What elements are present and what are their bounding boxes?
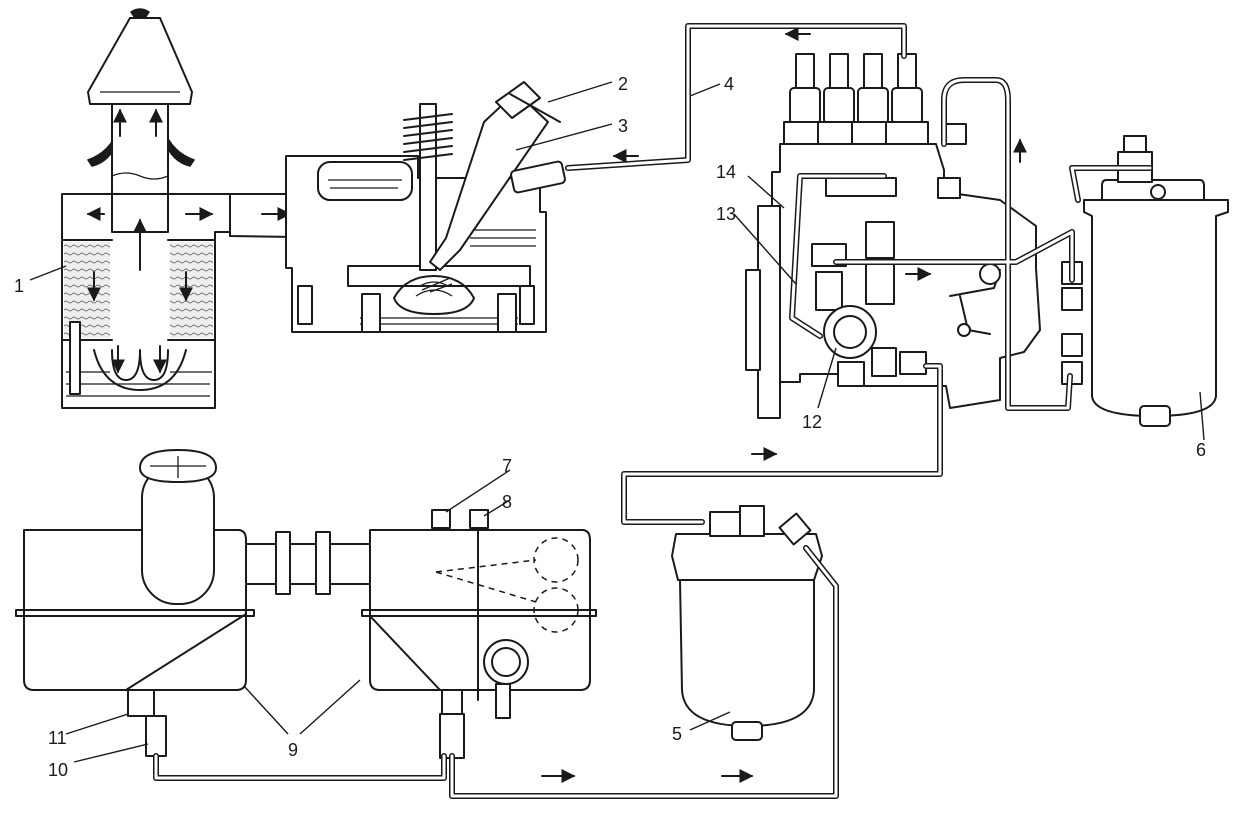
callout-1: 1 xyxy=(14,276,24,296)
injection-pump xyxy=(745,53,1041,419)
callout-12: 12 xyxy=(802,412,822,432)
callout-2: 2 xyxy=(618,74,628,94)
coarse-filter xyxy=(671,505,823,741)
callout-13: 13 xyxy=(716,204,736,224)
callout-7: 7 xyxy=(502,456,512,476)
fuel-lines xyxy=(153,23,1153,799)
engine-cylinder-head xyxy=(285,81,566,333)
callout-3: 3 xyxy=(618,116,628,136)
callout-8: 8 xyxy=(502,492,512,512)
callout-leaders xyxy=(29,81,1205,763)
fuel-tanks xyxy=(15,449,597,759)
flow-arrows xyxy=(541,27,1027,783)
callout-5: 5 xyxy=(672,724,682,744)
callout-14: 14 xyxy=(716,162,736,182)
callout-6: 6 xyxy=(1196,440,1206,460)
callout-10: 10 xyxy=(48,760,68,780)
callout-4: 4 xyxy=(724,74,734,94)
callout-labels: 1 2 3 4 5 6 7 8 9 10 11 12 13 14 xyxy=(14,74,1206,780)
delivery-valve-holders xyxy=(783,53,929,145)
callout-9: 9 xyxy=(288,740,298,760)
fine-filter xyxy=(1061,135,1229,427)
callout-11: 11 xyxy=(48,728,67,748)
